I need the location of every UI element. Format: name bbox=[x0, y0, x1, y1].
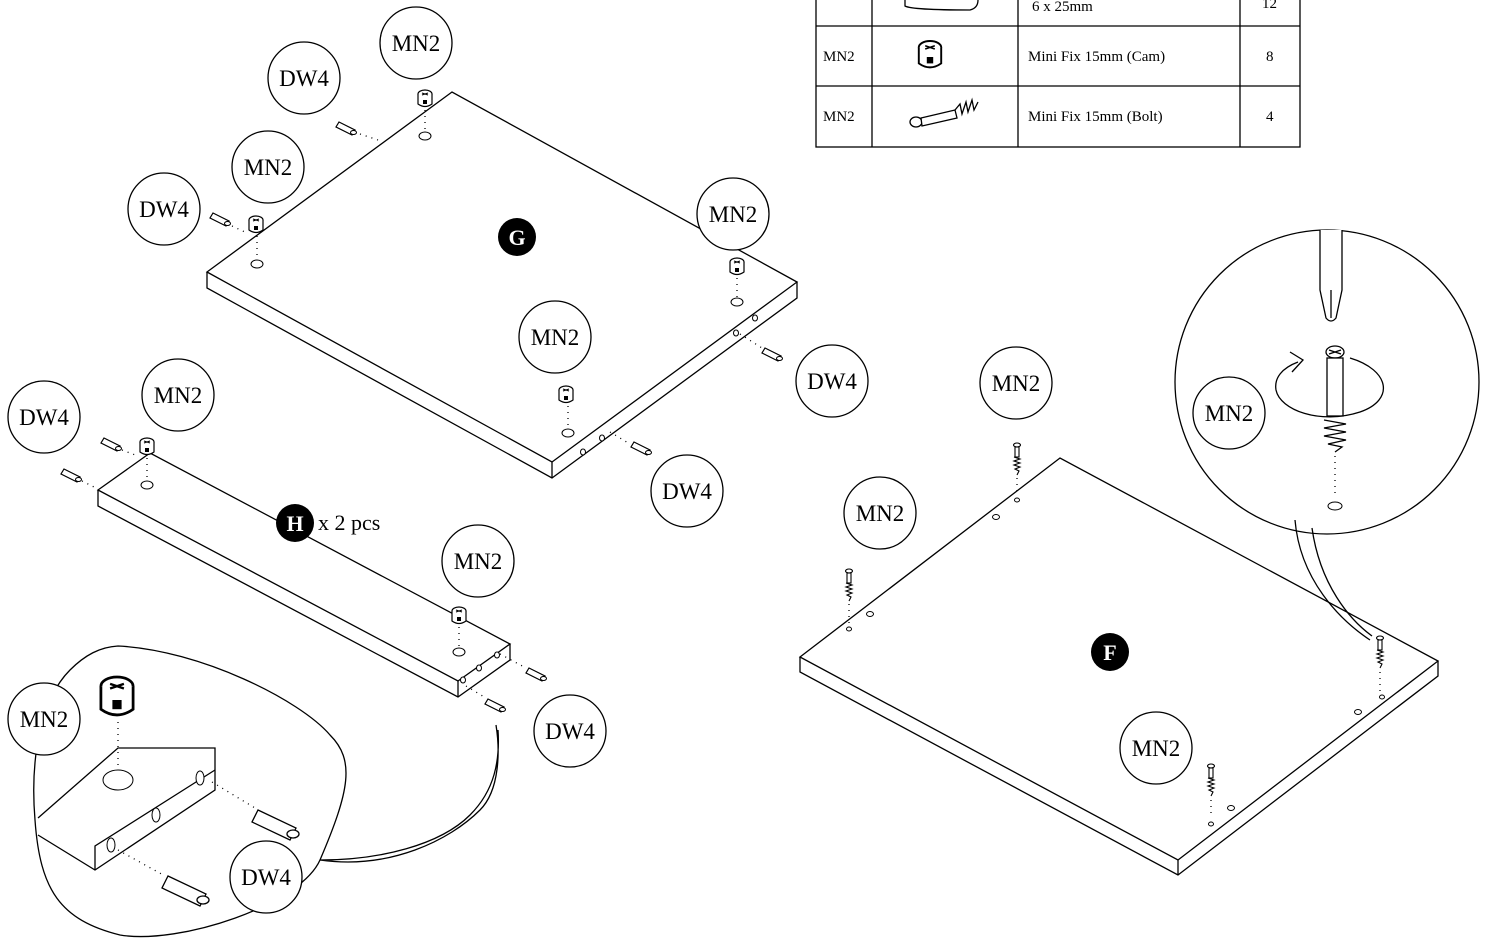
part-description: Mini Fix 15mm (Bolt) bbox=[1028, 109, 1163, 125]
bolt-icon bbox=[909, 97, 979, 128]
dowel-icon bbox=[761, 347, 784, 362]
callout-mn2: MN2 bbox=[1192, 376, 1266, 450]
callout-dw4: DW4 bbox=[267, 41, 341, 115]
detail-magnifier bbox=[1174, 229, 1480, 641]
part-code: MN2 bbox=[823, 49, 855, 65]
part-quantity: 8 bbox=[1266, 49, 1274, 65]
panel-label: H bbox=[286, 511, 303, 536]
callout-mn2: MN2 bbox=[979, 346, 1053, 420]
table-row: MN2 Mini Fix 15mm (Bolt) 4 bbox=[823, 97, 1274, 128]
panel-label: G bbox=[508, 225, 525, 250]
screwdriver-icon bbox=[1319, 230, 1343, 322]
dowel-icon bbox=[209, 212, 232, 227]
panel-g: G bbox=[205, 89, 799, 479]
panel-label: F bbox=[1103, 640, 1116, 665]
callout-mn2: MN2 bbox=[518, 300, 592, 374]
panel-f: F bbox=[798, 442, 1440, 876]
callout-dw4: DW4 bbox=[533, 694, 607, 768]
callout-dw4: DW4 bbox=[795, 344, 869, 418]
dowel-icon bbox=[525, 667, 548, 682]
callout-label: DW4 bbox=[279, 66, 329, 91]
table-row: 6 x 25mm 12 bbox=[904, 0, 1277, 15]
callout-label: MN2 bbox=[531, 325, 580, 350]
callout-mn2: MN2 bbox=[696, 177, 770, 251]
callout-label: MN2 bbox=[454, 549, 503, 574]
dowel-icon bbox=[484, 698, 507, 713]
callout-label: DW4 bbox=[807, 369, 857, 394]
callout-label: MN2 bbox=[1205, 401, 1254, 426]
dowel-icon bbox=[630, 441, 653, 456]
part-quantity: 4 bbox=[1266, 109, 1274, 125]
dowel-icon bbox=[60, 468, 83, 483]
callout-label: MN2 bbox=[1132, 736, 1181, 761]
part-quantity: 12 bbox=[1262, 0, 1277, 12]
callout-label: MN2 bbox=[244, 155, 293, 180]
callout-label: DW4 bbox=[139, 197, 189, 222]
panel-quantity: x 2 pcs bbox=[318, 510, 380, 535]
callout-label: MN2 bbox=[709, 202, 758, 227]
panel-badge bbox=[498, 218, 536, 256]
callout-dw4: DW4 bbox=[229, 840, 303, 914]
callout-label: MN2 bbox=[992, 371, 1041, 396]
callout-label: DW4 bbox=[19, 405, 69, 430]
wood-screw-icon bbox=[904, 0, 979, 11]
part-code: MN2 bbox=[823, 109, 855, 125]
callout-mn2: MN2 bbox=[141, 358, 215, 432]
callout-label: DW4 bbox=[241, 865, 291, 890]
callout-label: MN2 bbox=[154, 383, 203, 408]
callout-mn2: MN2 bbox=[1119, 711, 1193, 785]
callout-mn2: MN2 bbox=[231, 130, 305, 204]
panel-badge bbox=[276, 504, 314, 542]
callout-label: MN2 bbox=[856, 501, 905, 526]
cam-fitting-icon bbox=[917, 40, 943, 69]
callout-mn2: MN2 bbox=[379, 6, 453, 80]
callout-mn2: MN2 bbox=[441, 524, 515, 598]
dowel-icon bbox=[335, 121, 358, 136]
panel-badge bbox=[1091, 633, 1129, 671]
callout-label: MN2 bbox=[20, 707, 69, 732]
table-row: MN2 Mini Fix 15mm (Cam) 8 bbox=[823, 40, 1274, 69]
part-description: Mini Fix 15mm (Cam) bbox=[1028, 49, 1165, 65]
callout-dw4: DW4 bbox=[650, 454, 724, 528]
parts-table: 6 x 25mm 12 MN2 Mini Fix 15mm (Cam) 8 MN… bbox=[815, 0, 1301, 148]
rotate-arrow-icon bbox=[1275, 351, 1385, 418]
callout-dw4: DW4 bbox=[7, 380, 81, 454]
dowel-icon bbox=[100, 437, 123, 452]
callout-label: DW4 bbox=[662, 479, 712, 504]
callout-label: MN2 bbox=[392, 31, 441, 56]
part-description: 6 x 25mm bbox=[1032, 0, 1093, 15]
callout-dw4: DW4 bbox=[127, 172, 201, 246]
callout-mn2: MN2 bbox=[843, 476, 917, 550]
callout-label: DW4 bbox=[545, 719, 595, 744]
callout-mn2: MN2 bbox=[7, 682, 81, 756]
panel-h: H x 2 pcs bbox=[60, 437, 548, 713]
